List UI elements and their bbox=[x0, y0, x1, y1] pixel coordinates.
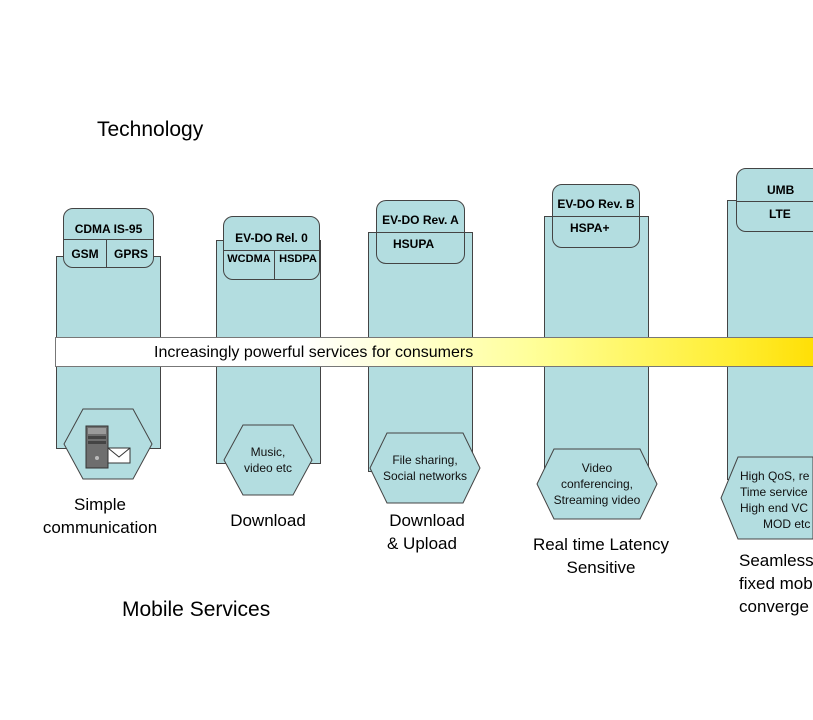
service-text-line: video etc bbox=[243, 461, 293, 475]
service-hexagon-1 bbox=[63, 408, 153, 480]
caption-line: communication bbox=[42, 518, 158, 537]
tech-label-gsm: GSM bbox=[71, 247, 99, 261]
caption-line: Seamless bbox=[739, 551, 813, 570]
tech-divider bbox=[106, 239, 107, 267]
services-gradient-arrow: Increasingly powerful services for consu… bbox=[55, 337, 813, 367]
caption-line: Download bbox=[230, 511, 306, 530]
tech-label-umb: UMB bbox=[767, 183, 795, 197]
tech-divider bbox=[377, 232, 464, 233]
tech-label-lte: LTE bbox=[769, 207, 791, 221]
computer-mail-icon bbox=[80, 420, 136, 470]
tech-box-1: CDMA IS-95 GSM GPRS bbox=[63, 208, 154, 268]
tech-box-5: UMB LTE bbox=[736, 168, 813, 232]
tech-label-hsupa: HSUPA bbox=[393, 237, 435, 251]
caption-1: Simple communication bbox=[30, 493, 170, 539]
caption-line: converge bbox=[739, 597, 809, 616]
service-text-line: Time service bbox=[740, 485, 808, 499]
tech-label-wcdma: WCDMA bbox=[227, 253, 271, 265]
tech-label-evdo-reva: EV-DO Rev. A bbox=[382, 213, 459, 227]
caption-line: Sensitive bbox=[566, 558, 636, 577]
tech-label-hspa-plus: HSPA+ bbox=[570, 221, 610, 235]
service-hexagon-5: High QoS, re Time service High end VC MO… bbox=[720, 456, 813, 540]
service-text-line: Video bbox=[581, 461, 613, 475]
tech-divider bbox=[224, 250, 319, 251]
tech-label-evdo-revb: EV-DO Rev. B bbox=[557, 197, 635, 211]
tech-label-gprs: GPRS bbox=[113, 247, 148, 261]
mobile-services-heading: Mobile Services bbox=[122, 598, 271, 621]
caption-line: fixed mob bbox=[739, 574, 813, 593]
service-hexagon-3: File sharing, Social networks bbox=[369, 432, 481, 504]
tech-box-4: EV-DO Rev. B HSPA+ bbox=[552, 184, 640, 248]
caption-line: Simple bbox=[74, 495, 126, 514]
caption-3: Download & Upload bbox=[372, 509, 482, 555]
tech-divider bbox=[737, 201, 813, 202]
service-text-line: Streaming video bbox=[553, 493, 641, 507]
tech-box-2: EV-DO Rel. 0 WCDMA HSDPA bbox=[223, 216, 320, 280]
caption-line: & Upload bbox=[387, 534, 457, 553]
caption-line: Download bbox=[389, 511, 465, 530]
service-hexagon-4: Video conferencing, Streaming video bbox=[536, 448, 658, 520]
service-text-line: Music, bbox=[250, 445, 286, 459]
tech-divider bbox=[274, 250, 275, 279]
caption-2: Download bbox=[208, 509, 328, 532]
caption-5: Seamless fixed mob converge bbox=[739, 549, 813, 618]
tech-label-hsdpa: HSDPA bbox=[279, 253, 317, 265]
caption-4: Real time Latency Sensitive bbox=[517, 533, 685, 579]
tech-label-evdo-rel0: EV-DO Rel. 0 bbox=[235, 231, 308, 245]
service-text-line: File sharing, bbox=[392, 453, 458, 467]
band-label: Increasingly powerful services for consu… bbox=[154, 344, 474, 361]
caption-line: Real time Latency bbox=[532, 535, 670, 554]
tech-divider bbox=[64, 239, 153, 240]
service-text-line: conferencing, bbox=[560, 477, 634, 491]
service-text-line: Social networks bbox=[382, 469, 468, 483]
tech-divider bbox=[553, 216, 639, 217]
tech-box-3: EV-DO Rev. A HSUPA bbox=[376, 200, 465, 264]
tech-label-cdma: CDMA IS-95 bbox=[74, 222, 143, 236]
technology-heading: Technology bbox=[97, 118, 204, 141]
service-text-line: High QoS, re bbox=[740, 469, 810, 483]
service-text-line: MOD etc bbox=[763, 517, 811, 531]
service-hexagon-2: Music, video etc bbox=[223, 424, 313, 496]
service-text-line: High end VC bbox=[740, 501, 809, 515]
